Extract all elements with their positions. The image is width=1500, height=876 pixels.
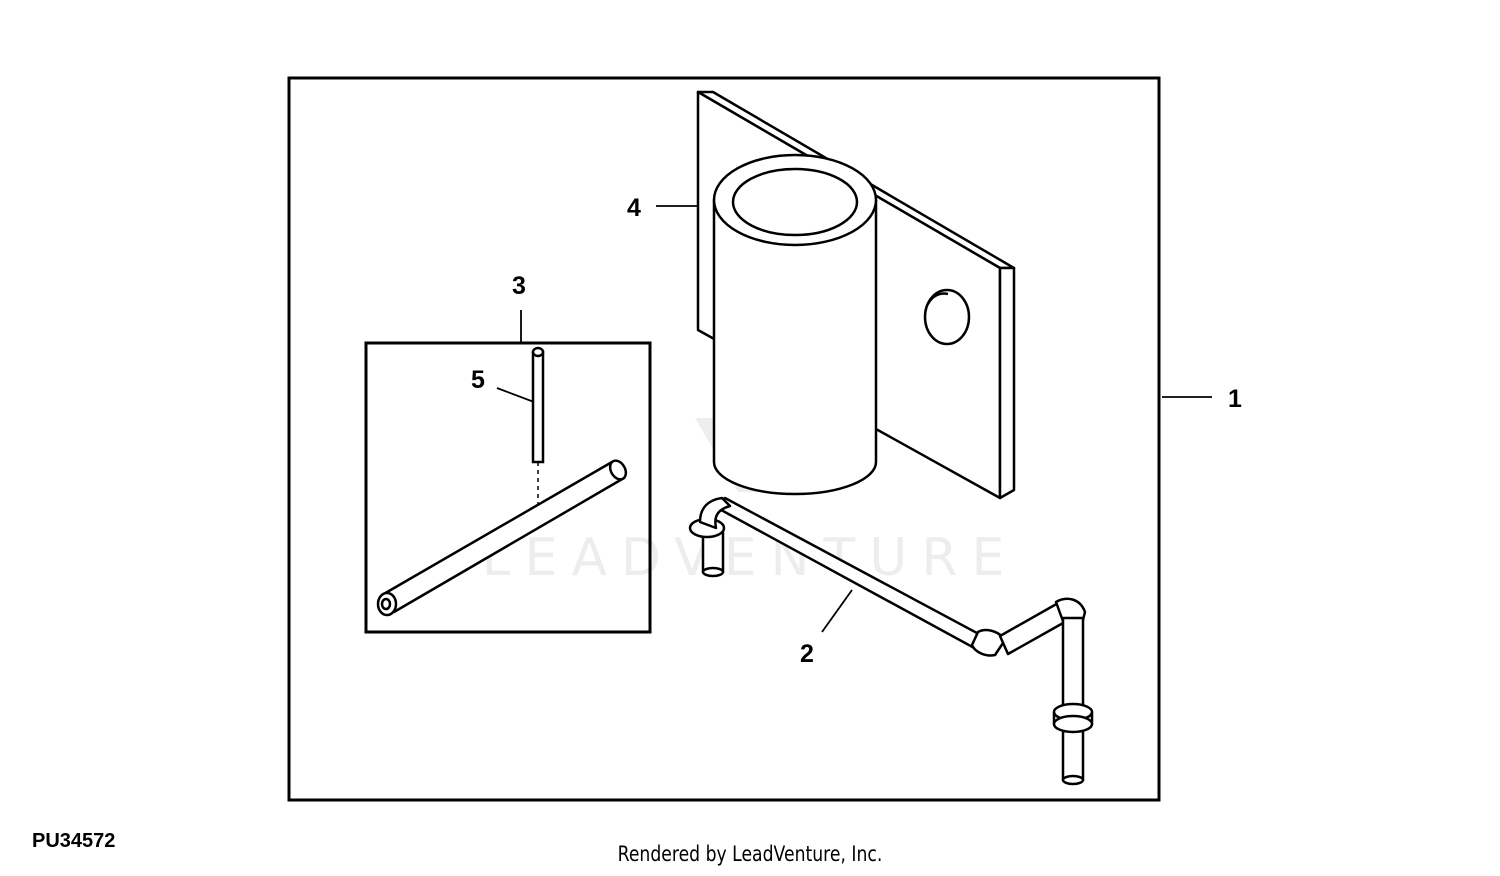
callout-1: 1: [1228, 385, 1242, 413]
rod-part-2: [688, 496, 1094, 786]
callout-3: 3: [512, 272, 526, 300]
rod-part-3: [376, 459, 628, 617]
render-credit: Rendered by LeadVenture, Inc.: [617, 842, 883, 866]
pin-part-5: [531, 346, 545, 515]
figure-id: PU34572: [32, 830, 116, 852]
callout-2: 2: [800, 640, 814, 668]
callout-5: 5: [471, 366, 485, 394]
detail-inset-frame: [364, 341, 652, 634]
assembly-frame: [287, 76, 1161, 802]
watermark-text: LEADVENTURE: [482, 528, 1019, 588]
bracket-part-4: [696, 90, 1016, 500]
leader-lines: [496, 205, 1212, 633]
callout-4: 4: [627, 194, 641, 222]
